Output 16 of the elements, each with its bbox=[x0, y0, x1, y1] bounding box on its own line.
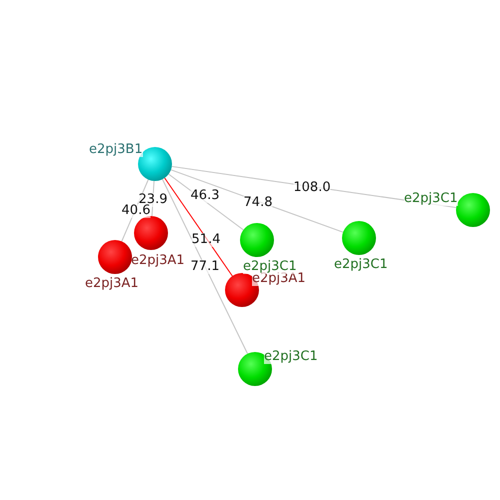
node-label: e2pj3C1 bbox=[264, 349, 318, 364]
node-label: e2pj3A1 bbox=[85, 276, 139, 291]
distance-line bbox=[121, 179, 149, 242]
distance-line bbox=[162, 178, 248, 354]
node-label: e2pj3C1 bbox=[243, 259, 297, 274]
distance-line bbox=[168, 174, 244, 230]
node-label: e2pj3C1 bbox=[334, 257, 388, 272]
distance-label: 51.4 bbox=[192, 233, 220, 247]
distance-label: 46.3 bbox=[190, 189, 220, 203]
node-label: e2pj3B1 bbox=[89, 142, 143, 157]
distance-label: 77.1 bbox=[190, 260, 220, 274]
distance-line bbox=[170, 169, 344, 233]
node-label: e2pj3A1 bbox=[131, 253, 185, 268]
distance-label: 74.8 bbox=[244, 196, 272, 210]
distance-line bbox=[164, 178, 233, 276]
node-label: e2pj3C1 bbox=[404, 191, 458, 206]
